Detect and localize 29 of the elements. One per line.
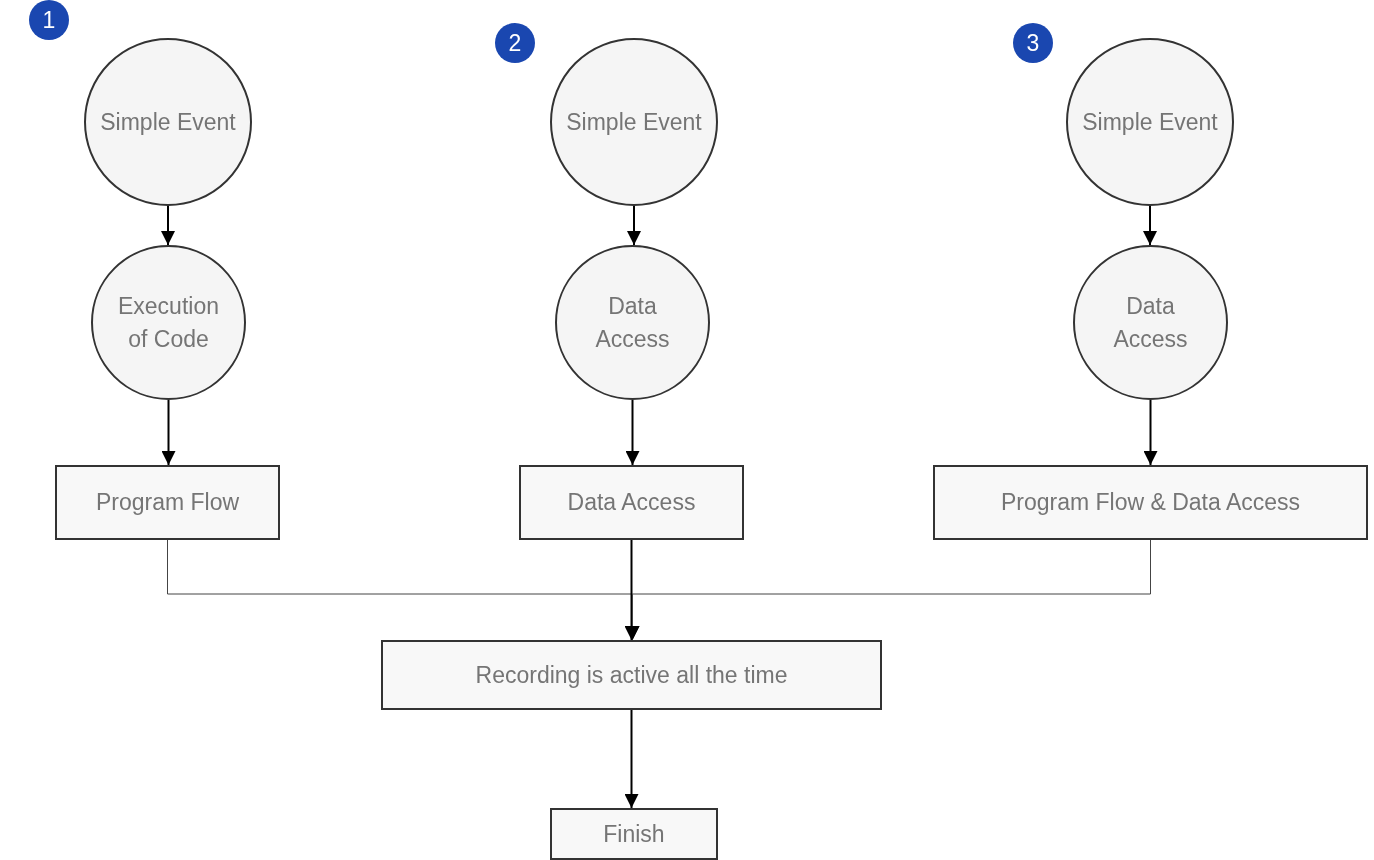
node-label: Simple Event — [566, 107, 702, 137]
process-box — [55, 465, 280, 540]
node-label: Program Flow & Data Access — [1000, 488, 1301, 518]
number-badge — [495, 23, 535, 63]
node-label: Simple Event — [100, 107, 236, 137]
node-label: Data Access — [1112, 292, 1189, 354]
arrow — [625, 399, 640, 466]
number-badge — [29, 0, 69, 40]
node-label: Data Access — [567, 488, 696, 518]
node-label: Execution of Code — [117, 292, 220, 354]
step-number: 1 — [42, 5, 56, 35]
node-label: Simple Event — [1082, 107, 1218, 137]
arrow — [1143, 399, 1158, 466]
node-label: Data Access — [594, 292, 671, 354]
number-badge — [1013, 23, 1053, 63]
node-label: Finish — [603, 819, 665, 849]
process-box — [381, 640, 882, 710]
process-box — [519, 465, 744, 540]
process-box — [550, 808, 718, 860]
arrow — [624, 709, 639, 809]
arrow — [1143, 205, 1157, 246]
arrow — [161, 205, 175, 246]
node-label: Program Flow — [95, 488, 240, 518]
process-box — [933, 465, 1368, 540]
arrow — [161, 399, 176, 466]
step-number: 3 — [1026, 28, 1040, 58]
arrow — [627, 205, 641, 246]
step-number: 2 — [508, 28, 522, 58]
node-label: Recording is active all the time — [475, 660, 788, 690]
